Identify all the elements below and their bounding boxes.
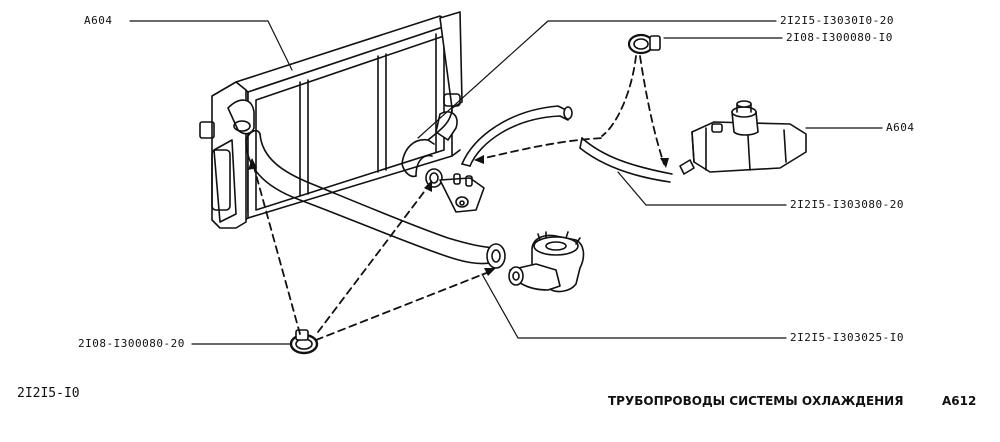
label-top-clamp: 2I08-I300080-I0: [786, 31, 893, 44]
expansion-tank: [679, 100, 807, 175]
label-radiator: A604: [84, 14, 113, 27]
label-tank-hose: 2I2I5-I303080-20: [790, 198, 904, 211]
bottom-clamp: [289, 329, 319, 355]
tee-fitting: [439, 173, 485, 213]
leader-lines: [129, 20, 883, 345]
assembly-dashes: [251, 55, 665, 341]
radiator: [199, 11, 463, 229]
label-expansion-tank: A604: [886, 121, 915, 134]
label-top-hose: 2I2I5-I3030I0-20: [780, 14, 894, 27]
assembly-arrows: [248, 155, 669, 276]
thin-bypass-hose: [461, 105, 573, 167]
lower-radiator-hose: [245, 129, 506, 269]
footer-model-code: 2I2I5-I0: [17, 386, 80, 401]
thermostat-housing: [508, 231, 585, 293]
footer-sheet-code: A612: [942, 394, 977, 408]
label-lower-hose: 2I2I5-I303025-I0: [790, 331, 904, 344]
top-clamp: [627, 33, 661, 55]
label-bottom-clamp: 2I08-I300080-20: [78, 337, 185, 350]
footer-title: ТРУБОПРОВОДЫ СИСТЕМЫ ОХЛАЖДЕНИЯ: [608, 394, 904, 408]
